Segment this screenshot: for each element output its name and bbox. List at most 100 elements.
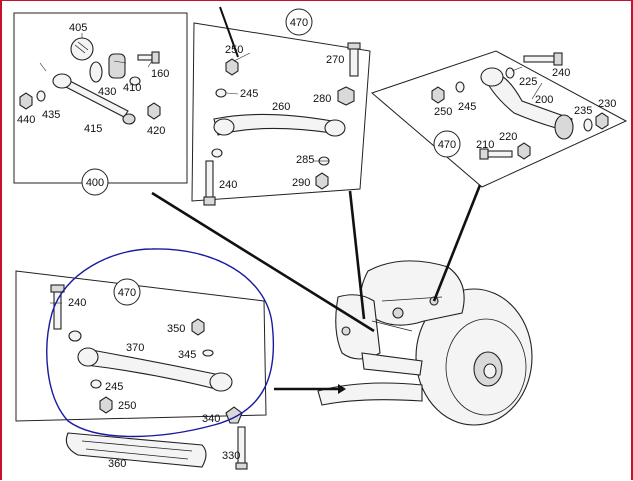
bolt-part [485,150,513,158]
joint-part [341,326,351,336]
steering-knuckle-part [360,260,465,326]
label-260: 260 [272,101,290,113]
bolt-head-part [347,42,361,50]
highlight-lasso [46,248,275,438]
label-220: 220 [499,131,517,143]
bolt-head-part [235,462,248,470]
label-290: 290 [292,177,310,189]
arm-bushing-part [554,114,574,140]
washer-part [215,88,227,98]
label-280: 280 [313,93,331,105]
nut-part [315,172,329,190]
label-430: 430 [98,86,116,98]
nut-part [517,142,531,160]
arm-eye-part [213,118,235,136]
label-405: 405 [69,22,87,34]
panel-470-top-ref-circle [285,8,313,36]
label-225: 225 [519,76,537,88]
nut-part [191,318,205,336]
washer-part [129,76,141,86]
panel-470-left: 470 240 350 370 345 245 250 340 360 330 [15,270,267,470]
label-250: 250 [434,106,452,118]
arrowhead [338,384,346,394]
arm-eye-part [77,347,99,367]
label-250: 250 [225,44,243,56]
link-eye-part [52,73,72,89]
label-235: 235 [574,105,592,117]
panel-470-right-ref-circle [433,130,461,158]
bolt-part [205,160,214,202]
label-250: 250 [118,400,136,412]
bolt-part [349,45,359,77]
arm-eye-part [209,372,233,392]
bolt-head-part [553,52,563,66]
panel-470-top-ref: 470 [290,17,308,29]
lower-arm-part [317,382,423,406]
panel-400: 400 405 160 430 410 440 435 415 420 [13,12,188,196]
label-245: 245 [105,381,123,393]
nut-part [147,102,161,120]
bolt-head-part [50,284,65,293]
label-345: 345 [178,349,196,361]
bolt-part [523,55,555,63]
washer-part [68,330,82,342]
bolt-head-part [151,51,160,64]
label-245: 245 [458,101,476,113]
label-330: 330 [222,450,240,462]
panel-400-ref: 400 [86,177,104,189]
label-200: 200 [535,94,553,106]
ball-joint-part [122,113,136,125]
pointer-line [151,191,375,333]
knuckle-lower-part [335,294,381,360]
bracket-part [337,86,355,106]
bolt-part [137,54,153,61]
label-340: 340 [202,413,220,425]
nut-part [595,112,609,130]
panel-470-right: 470 225 240 250 245 200 235 230 220 210 [371,50,628,188]
label-420: 420 [147,125,165,137]
nut-part [225,58,239,76]
label-160: 160 [151,68,169,80]
nut-part [431,86,445,104]
panel-470-left-ref: 470 [118,287,136,299]
washer-part [202,349,214,357]
bolt-head-part [203,196,216,206]
panel-470-left-ref-circle [113,278,141,306]
panel-400-ref-circle [81,168,109,196]
pointer-line [432,184,482,302]
bushing-part [108,53,126,79]
label-240: 240 [219,179,237,191]
pointer-line [219,6,239,58]
washer-part [90,379,102,389]
arm-eye-part [324,119,346,137]
washer-part [505,67,515,79]
arm-eye-part [480,67,504,87]
label-270: 270 [326,54,344,66]
pointer-lines [151,6,482,394]
label-360: 360 [108,458,126,470]
label-245: 245 [240,88,258,100]
label-240: 240 [552,67,570,79]
label-350: 350 [167,323,185,335]
washer-part [455,81,465,93]
label-230: 230 [598,98,616,110]
bolt-head-part [479,148,489,160]
washer-part [583,118,593,132]
panel-470-right-ref: 470 [438,139,456,151]
wrench-icon [74,41,89,54]
wrench-icon [70,37,94,61]
washer-part [36,90,46,102]
joint-part [392,307,404,319]
link-part [361,352,423,376]
pointer-line [348,190,366,320]
label-285: 285 [296,154,314,166]
underbody-shield-part [65,432,207,468]
nut-part [99,396,113,414]
nut-part [19,92,33,110]
washer-part [211,148,223,158]
panel-470-top: 470 250 270 245 280 260 285 290 240 [191,8,371,206]
label-435: 435 [42,109,60,121]
hub-center-part [483,363,497,379]
